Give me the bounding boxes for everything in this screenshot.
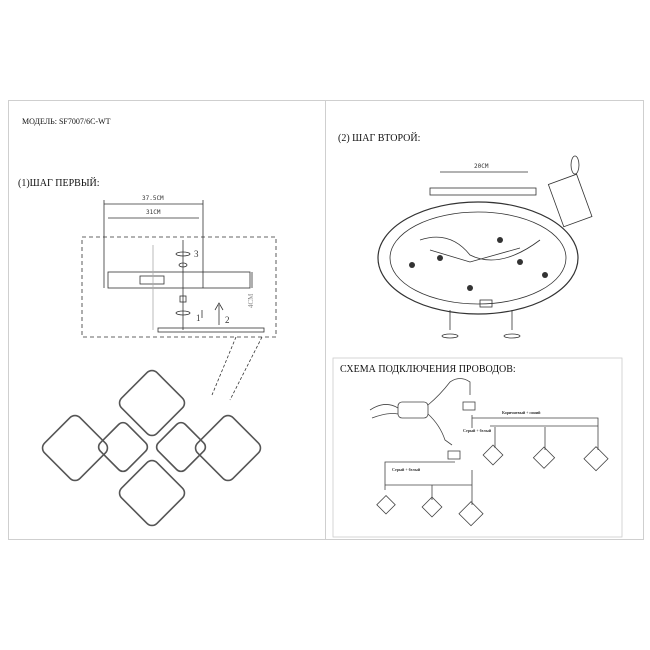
model-label: МОДЕЛЬ: SF7007/6C-WT	[22, 117, 111, 126]
dim-outer: 37.5CM	[142, 195, 164, 202]
dim-height: 4CM	[247, 293, 255, 308]
dim-inner: 31CM	[146, 209, 161, 216]
lamp-top-view	[41, 369, 262, 527]
callout-1: 1	[196, 313, 201, 323]
wiring-title: СХЕМА ПОДКЛЮЧЕНИЯ ПРОВОДОВ:	[340, 364, 516, 375]
label-grey-white-2: Серый + белый	[392, 467, 421, 472]
label-brown-blue: Коричневый + синий	[502, 410, 541, 415]
driver-box	[397, 401, 429, 419]
label-grey-white-1: Серый + белый	[463, 428, 492, 433]
panel-divider	[325, 100, 326, 540]
callout-2: 2	[225, 315, 230, 325]
step1-title: (1)ШАГ ПЕРВЫЙ:	[18, 178, 100, 189]
callout-3: 3	[194, 249, 199, 259]
page-frame	[8, 100, 644, 540]
step2-title: (2) ШАГ ВТОРОЙ:	[338, 133, 421, 144]
dim-bar: 20CM	[474, 163, 489, 170]
